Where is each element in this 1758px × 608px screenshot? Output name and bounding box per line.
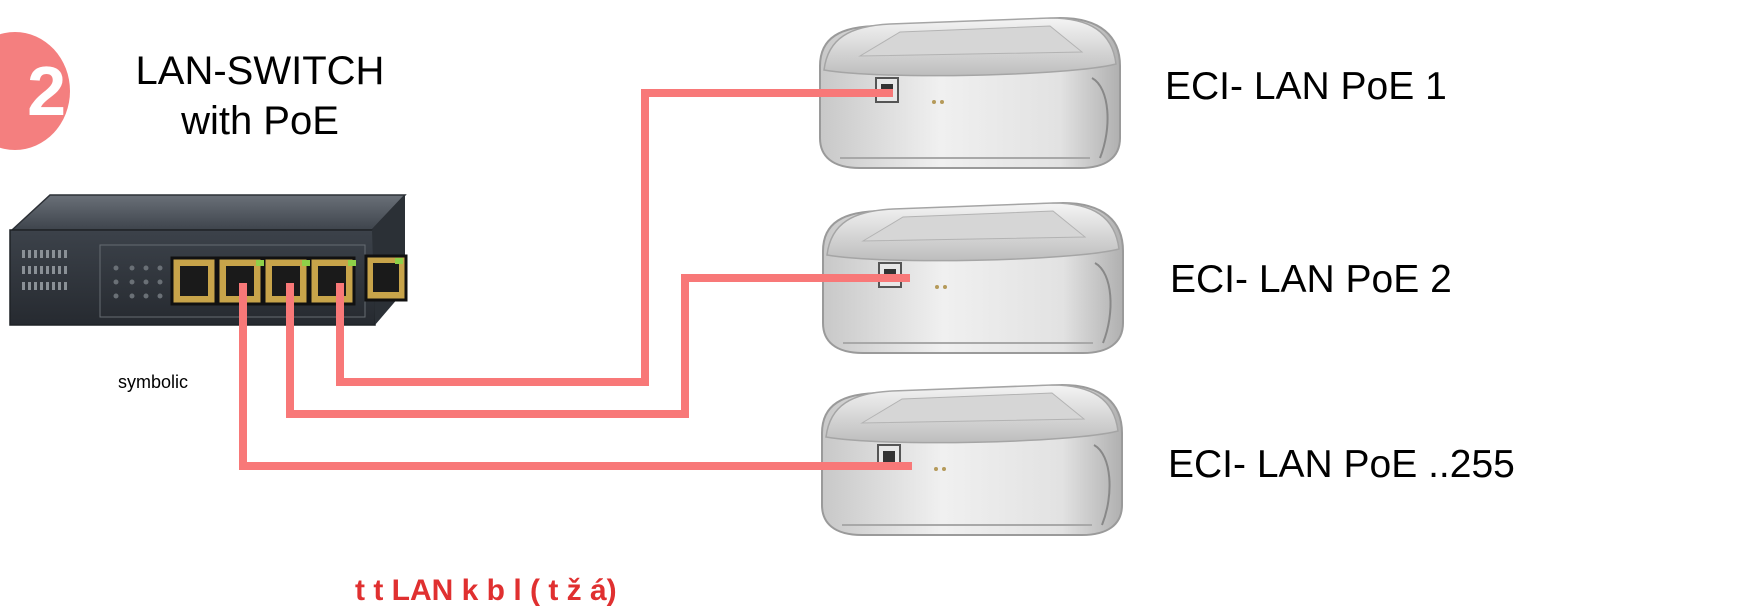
bottom-caption: t t LAN k b l ( t ž á) — [355, 574, 617, 608]
device-label-1: ECI- LAN PoE 1 — [1165, 65, 1447, 109]
device-label-2: ECI- LAN PoE 2 — [1170, 258, 1452, 302]
switch-title-line1: LAN-SWITCH — [120, 46, 400, 96]
switch-title-line2: with PoE — [120, 96, 400, 146]
cable-to-device-1 — [340, 93, 893, 382]
eci-lan-poe-device-3 — [822, 385, 1122, 535]
symbolic-note: symbolic — [118, 372, 188, 393]
device-label-3: ECI- LAN PoE ..255 — [1168, 443, 1515, 487]
poe-switch-image — [10, 195, 406, 325]
switch-title: LAN-SWITCH with PoE — [120, 46, 400, 146]
